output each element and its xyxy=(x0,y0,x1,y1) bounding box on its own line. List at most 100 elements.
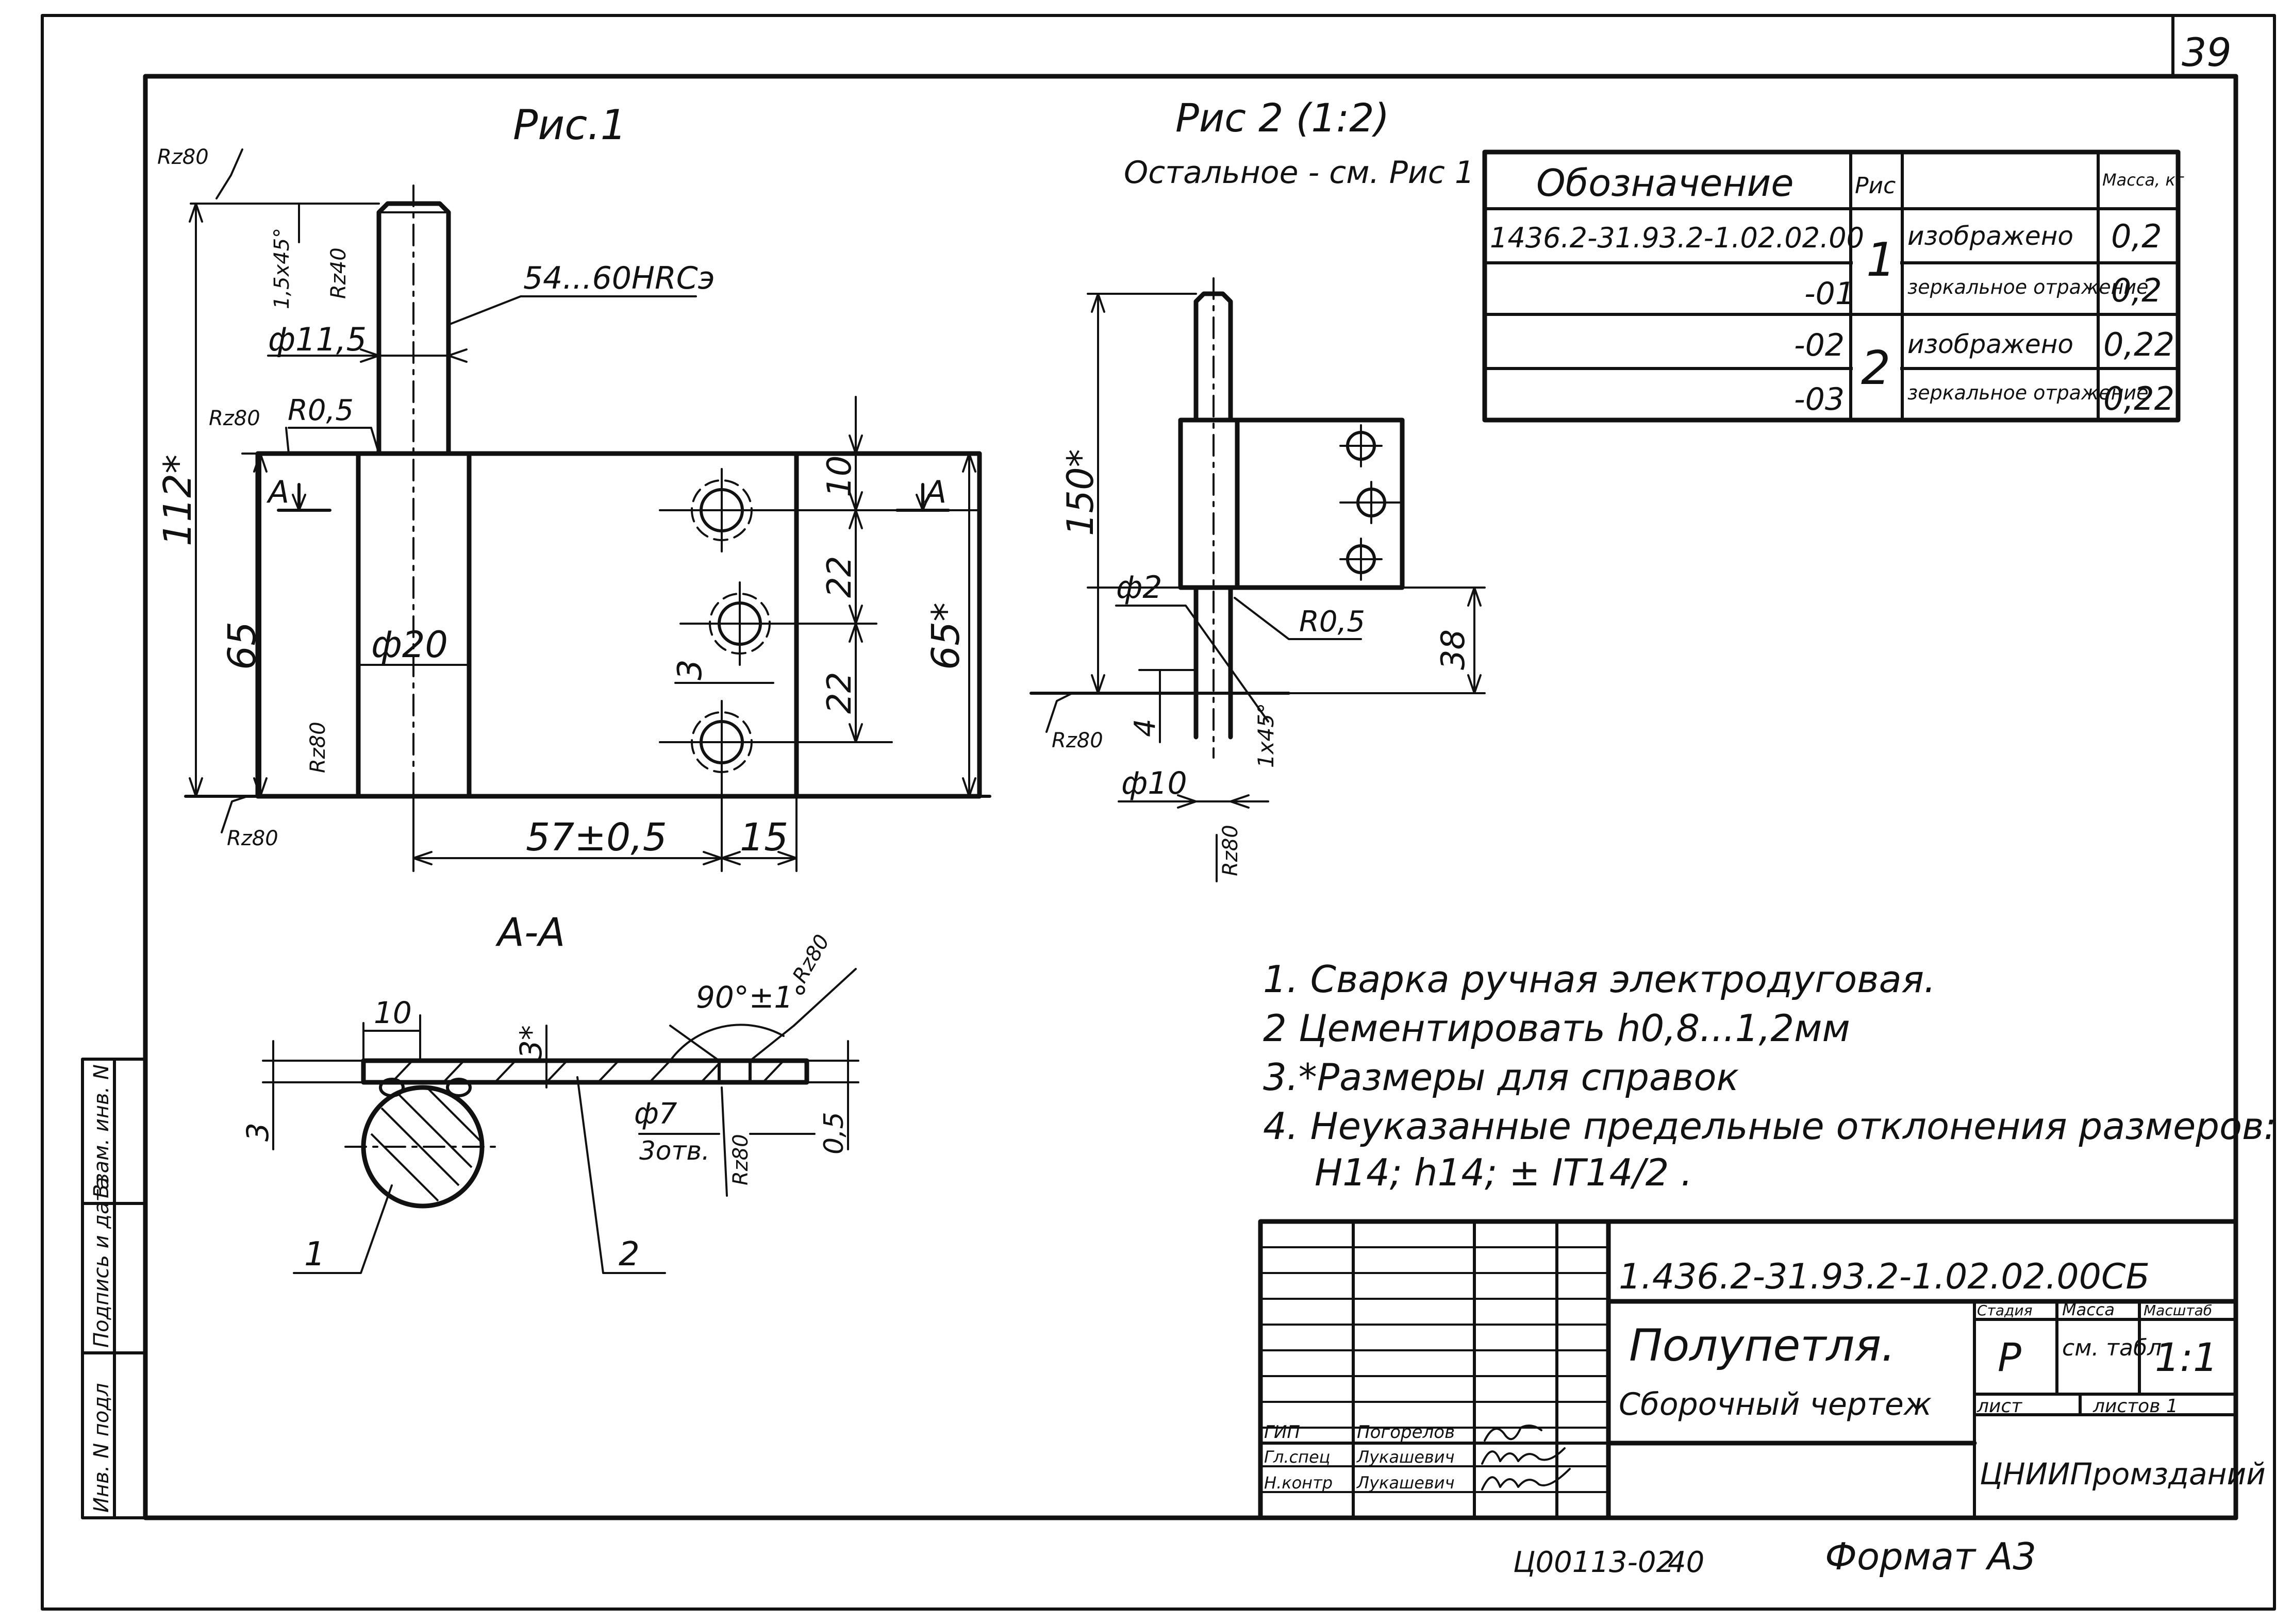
fig2-chamfer: 1х45° xyxy=(1253,703,1278,768)
spec-row-3-mass: 0,22 xyxy=(2103,326,2174,363)
fig1-roughness-pin: Rz40 xyxy=(327,247,351,299)
tb-designation: 1.436.2-31.93.2-1.02.02.00СБ xyxy=(1619,1257,2150,1297)
fig2-diameter: ф10 xyxy=(1121,765,1187,801)
spec-row-1-fig: 1 xyxy=(1866,233,1896,287)
fig2-roughness-bottom: Rz80 xyxy=(1219,825,1242,876)
spec-row-4-mass: 0,22 xyxy=(2103,380,2174,417)
fig1-radius: R0,5 xyxy=(288,394,354,427)
tb-name-2: Лукашевич xyxy=(1356,1447,1454,1467)
fig1-total-height: 112* xyxy=(156,455,200,546)
spec-row-3-fig: 2 xyxy=(1861,341,1890,395)
footer-code: Ц00113-02 xyxy=(1513,1546,1674,1579)
figure-2: Рис 2 (1:2) Остальное - см. Рис 1 150* 3… xyxy=(1029,95,1486,882)
side-stamp-inv: Инв. N подл xyxy=(90,1383,113,1513)
tb-org: ЦНИИПромзданий xyxy=(1980,1456,2266,1492)
section-roughness-bottom: Rz80 xyxy=(729,1134,753,1185)
fig1-hole-pitch-2: 22 xyxy=(821,672,859,714)
spec-table: Обозначение Рис Масса, кг 1436.2-31.93.2… xyxy=(1482,149,2184,423)
signature-2 xyxy=(1481,1447,1566,1465)
tb-role-2: Гл.спец xyxy=(1264,1447,1330,1467)
fig1-hardness: 54...60HRCэ xyxy=(523,260,715,296)
section-hole: ф7 xyxy=(634,1097,677,1131)
footer: Ц00113-02 40 Формат А3 xyxy=(1513,1535,2036,1579)
section-thickness: 3 xyxy=(240,1123,275,1142)
fig1-section-mark-right: А xyxy=(923,474,946,510)
spec-row-1-designation: 1436.2-31.93.2-1.02.02.00 xyxy=(1490,222,1864,254)
fig1-roughness-top: Rz80 xyxy=(157,145,209,169)
tb-stage-label: Стадия xyxy=(1977,1302,2032,1319)
tb-doc-type: Сборочный чертеж xyxy=(1619,1386,1932,1422)
spec-row-4-designation: -03 xyxy=(1794,381,1845,417)
fig1-hole-pitch-top: 10 xyxy=(821,456,859,497)
signature-1 xyxy=(1484,1425,1542,1442)
note-5: H14; h14; ± IT14/2 . xyxy=(1315,1151,1692,1194)
side-stamp-replace: Взам. инв. N xyxy=(90,1064,113,1198)
note-2: 2 Цементировать h0,8...1,2мм xyxy=(1263,1007,1850,1050)
tb-mass: см. табл xyxy=(2062,1335,2162,1361)
section-angle: 90°±1° xyxy=(696,980,808,1015)
fig2-step: 4 xyxy=(1128,718,1162,737)
footer-format: Формат А3 xyxy=(1825,1535,2036,1578)
spec-header-fig: Рис xyxy=(1855,173,1896,199)
fig2-holes xyxy=(1339,424,1403,581)
tb-mass-label: Масса xyxy=(2062,1300,2115,1319)
spec-row-1-variant: изображено xyxy=(1907,221,2073,251)
signature-3 xyxy=(1481,1468,1571,1491)
tb-name: Полупетля. xyxy=(1629,1320,1895,1371)
fig1-title: Рис.1 xyxy=(513,101,627,149)
tb-sheet-label: лист xyxy=(1977,1396,2022,1417)
tb-name-3: Лукашевич xyxy=(1356,1473,1454,1493)
tb-role-1: ГИП xyxy=(1264,1422,1300,1443)
tb-name-1: Погорелов xyxy=(1357,1422,1455,1443)
tb-scale: 1:1 xyxy=(2155,1334,2218,1380)
notes: 1. Сварка ручная электродуговая. 2 Цемен… xyxy=(1263,958,2277,1194)
spec-row-3-variant: изображено xyxy=(1907,329,2073,359)
tb-scale-label: Масштаб xyxy=(2144,1302,2212,1319)
fig1-plate-height-ref: 65* xyxy=(924,602,968,670)
fig2-roughness-left: Rz80 xyxy=(1052,729,1103,752)
spec-header-mass: Масса, кг xyxy=(2102,170,2184,190)
fig2-weld-height: 38 xyxy=(1434,629,1472,670)
fig1-edge: 15 xyxy=(740,815,788,860)
section-roughness-top: Rz80 xyxy=(788,931,835,987)
section-width: 10 xyxy=(374,995,412,1030)
section-thickness-ref: 3* xyxy=(513,1025,549,1059)
callout-2: 2 xyxy=(619,1235,640,1274)
fig2-radius: R0,5 xyxy=(1299,605,1365,639)
fig1-hole-gap: 3 xyxy=(671,659,709,680)
note-3: 3.*Размеры для справок xyxy=(1263,1056,1739,1099)
fig2-diameter-small: ф2 xyxy=(1116,570,1162,606)
fig1-roughness-corner: Rz80 xyxy=(209,407,260,430)
spec-row-4-variant: зеркальное отражение xyxy=(1907,381,2149,404)
footer-number: 40 xyxy=(1668,1546,1704,1579)
fig1-bore-diameter: ф20 xyxy=(371,624,448,666)
spec-row-1-mass: 0,2 xyxy=(2111,217,2162,255)
fig1-hole-pitch-1: 22 xyxy=(821,556,859,598)
fig1-roughness-bottom: Rz80 xyxy=(227,827,278,850)
tb-role-3: Н.контр xyxy=(1264,1473,1333,1493)
side-stamp: Инв. N подл Подпись и дата Взам. инв. N xyxy=(81,1058,147,1519)
section-title: А-А xyxy=(495,909,565,955)
tb-stage: Р xyxy=(1998,1334,2021,1380)
fig1-holes xyxy=(659,468,981,784)
fig1-plate-height: 65 xyxy=(220,622,264,670)
figure-1: Рис.1 1 xyxy=(156,101,991,872)
spec-row-3-designation: -02 xyxy=(1794,327,1845,363)
fig2-total-height: 150* xyxy=(1059,449,1102,536)
section-gap: 0,5 xyxy=(819,1112,850,1154)
spec-row-2-mass: 0,2 xyxy=(2111,272,2162,309)
note-1: 1. Сварка ручная электродуговая. xyxy=(1263,958,1936,1001)
title-block: 1.436.2-31.93.2-1.02.02.00СБ Полупетля. … xyxy=(1258,1219,2266,1520)
section-hole-count: 3отв. xyxy=(639,1136,710,1166)
note-4: 4. Неуказанные предельные отклонения раз… xyxy=(1263,1104,2277,1148)
tb-sheets-label: листов 1 xyxy=(2092,1396,2178,1417)
section-a-a: А-А 10 xyxy=(240,909,859,1274)
fig2-note: Остальное - см. Рис 1 xyxy=(1124,155,1474,191)
fig1-chamfer: 1,5х45° xyxy=(270,228,294,309)
fig1-pin-diameter: ф11,5 xyxy=(268,321,367,358)
fig1-section-mark-left: А xyxy=(266,474,289,510)
fig1-offset: 57±0,5 xyxy=(526,815,667,860)
spec-row-2-designation: -01 xyxy=(1804,276,1855,312)
callout-1: 1 xyxy=(304,1235,325,1274)
